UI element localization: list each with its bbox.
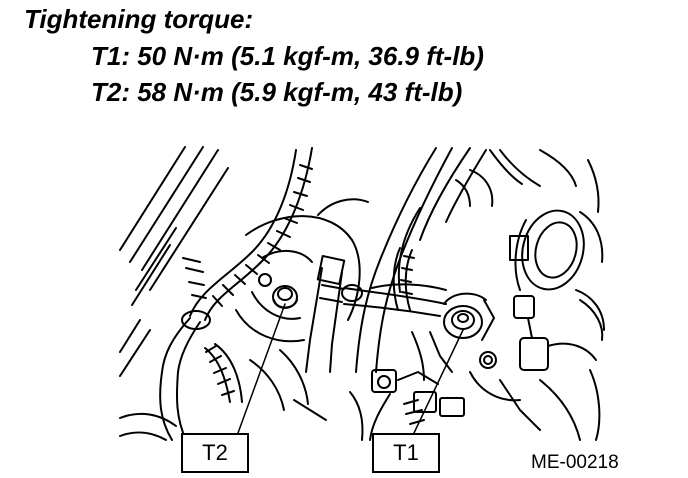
- vertical-pipe: [305, 254, 346, 373]
- round-housing: [235, 198, 369, 343]
- t2-bolt: [272, 285, 298, 309]
- figure-code: ME-00218: [531, 452, 619, 473]
- lower-left-hose: [159, 310, 243, 441]
- t2-torque-spec: T2: 58 N·m (5.9 kgf-m, 43 ft-lb): [91, 77, 463, 107]
- callout-t1-label: T1: [372, 433, 440, 473]
- wire-harness: [349, 331, 465, 441]
- lower-right-parts: [469, 299, 604, 441]
- left-strip: [182, 257, 272, 299]
- corrugated-hose: [189, 147, 313, 321]
- t1-bolt: [443, 292, 495, 341]
- t1-torque-spec: T1: 50 N·m (5.1 kgf-m, 36.9 ft-lb): [91, 41, 484, 71]
- pitching-stopper-rod: [341, 283, 447, 317]
- connector-right: [513, 295, 597, 371]
- throttle-body: [509, 209, 605, 331]
- torque-heading: Tightening torque:: [24, 4, 254, 34]
- callout-leader-lines: [237, 303, 464, 434]
- left-panel-lines: [119, 146, 229, 377]
- lower-left-details: [119, 349, 327, 441]
- upper-right-hoses: [455, 149, 600, 213]
- callout-t2-label: T2: [181, 433, 249, 473]
